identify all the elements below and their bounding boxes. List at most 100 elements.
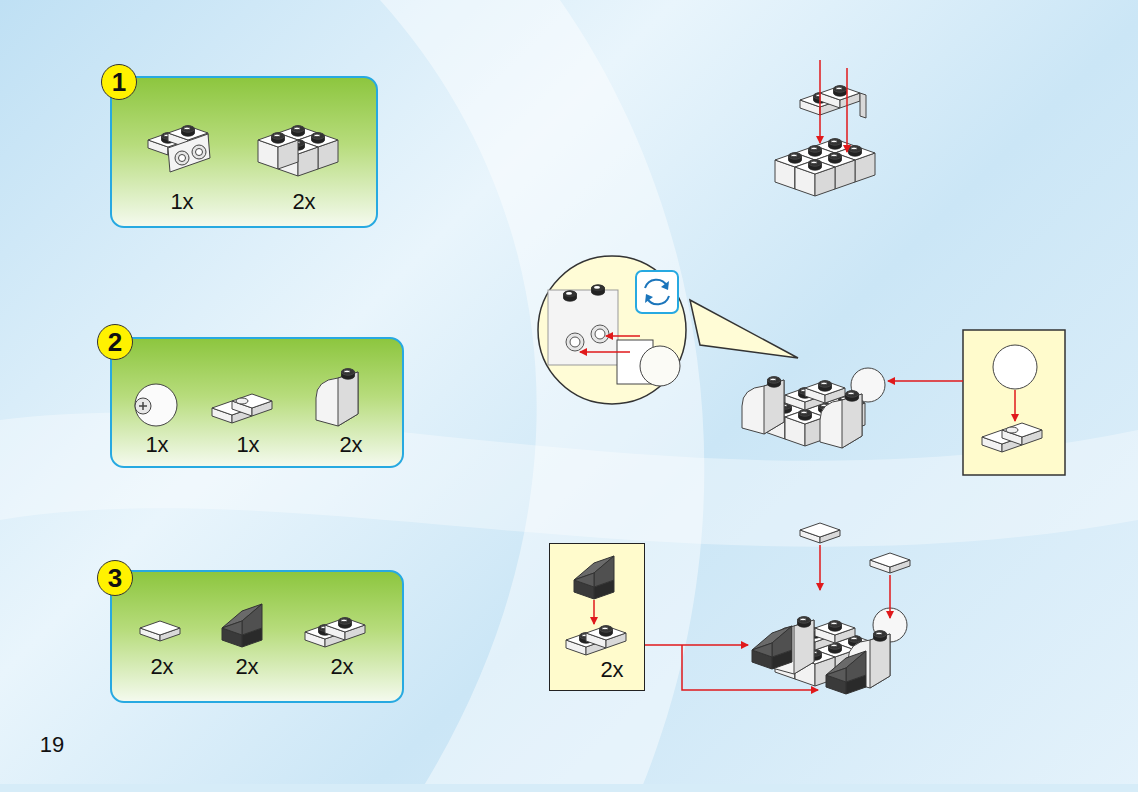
jumper-plate-icon: [236, 398, 248, 404]
callout-box: 2x: [549, 543, 645, 691]
step3-build: [815, 621, 855, 643]
step2-build: [548, 290, 618, 365]
step2-build: [1002, 423, 1042, 445]
step2-build: [591, 325, 609, 343]
step2-build: [785, 388, 825, 410]
step3-build: [826, 651, 866, 694]
step1-build: [775, 139, 875, 196]
bracket-icon: [148, 126, 210, 172]
step3-build: [889, 575, 891, 618]
quantity-label: 1x: [145, 434, 168, 456]
round-piece-icon: [139, 402, 147, 410]
step2-build: [742, 377, 784, 434]
step1-build: [800, 93, 840, 115]
round-piece-icon: [135, 384, 177, 426]
round-piece-icon: [135, 398, 151, 414]
slope-icon: [222, 604, 262, 647]
curved-slope-icon: [316, 369, 358, 426]
quantity-label: 2x: [150, 656, 173, 678]
step2-build: [570, 337, 580, 347]
inset-art: [574, 556, 614, 599]
step2-build: [538, 256, 686, 404]
quantity-label: 2x: [235, 656, 258, 678]
step2-build: [595, 329, 605, 339]
step-panel: 32x2x2x: [110, 570, 404, 703]
round-piece-icon: [135, 384, 177, 426]
step2-build: [765, 389, 865, 446]
page-number: 19: [40, 734, 64, 756]
corner-brick-icon: [258, 133, 298, 169]
bracket-icon: [168, 134, 210, 172]
curved-slope-icon: [316, 369, 358, 426]
step2-build: [1006, 427, 1018, 433]
tile-icon: [140, 621, 180, 641]
step2-build: [963, 330, 1065, 475]
step3-build: [682, 645, 818, 690]
quantity-label: 2x: [330, 656, 353, 678]
step2-build: [636, 271, 678, 313]
step2-build: [538, 256, 1065, 475]
step3-build: [645, 644, 748, 646]
jumper-plate-icon: [212, 394, 272, 423]
plate-icon: [305, 618, 365, 647]
step2-build: [661, 281, 669, 290]
step-number: 2: [97, 324, 133, 360]
slope-icon: [222, 604, 262, 647]
step2-build: [617, 340, 653, 384]
inset-art: [566, 556, 626, 655]
step-panel: 11x2x: [110, 76, 378, 228]
background-sweep: [380, 0, 704, 792]
step2-build: [993, 345, 1037, 389]
step2-build: [580, 351, 630, 353]
step2-build: [820, 391, 862, 448]
step1-build: [860, 93, 866, 118]
step2-build: [851, 368, 885, 402]
quantity-label: 1x: [236, 434, 259, 456]
step2-build: [645, 280, 667, 288]
step3-build: [775, 629, 875, 686]
inset-art: [593, 600, 595, 624]
step1-build: [819, 60, 821, 143]
plate-icon: [305, 625, 345, 647]
step-number: 1: [101, 64, 137, 100]
step-panel: 21x1x2x: [110, 337, 404, 468]
step3-build: [873, 608, 907, 642]
step2-build: [645, 294, 653, 303]
corner-brick-icon: [278, 140, 318, 176]
step2-build: [690, 300, 798, 358]
bracket-icon: [148, 133, 188, 155]
bracket-icon: [196, 149, 203, 156]
plate-icon: [325, 618, 365, 640]
step1-build: [775, 60, 875, 196]
bracket-icon: [179, 155, 186, 162]
step1-build: [846, 68, 848, 152]
step3-build: [800, 523, 840, 543]
step2-build: [640, 346, 680, 386]
step2-build: [982, 430, 1022, 452]
quantity-label: 2x: [292, 191, 315, 213]
bottom-band: [0, 784, 1138, 792]
jumper-plate-icon: [232, 394, 272, 416]
step3-build: [870, 553, 910, 573]
step3-build: [645, 523, 910, 694]
step2-build: [647, 296, 669, 304]
bracket-icon: [168, 126, 208, 148]
quantity-label: 1x: [170, 191, 193, 213]
step2-build: [564, 291, 577, 301]
step3-build: [752, 626, 792, 669]
step2-build: [566, 333, 584, 351]
step3-build: [772, 617, 814, 674]
bracket-icon: [192, 145, 206, 159]
step2-build: [888, 380, 963, 382]
inset-art: [586, 626, 626, 648]
step2-build: [805, 381, 845, 403]
step1-build: [820, 86, 860, 108]
step3-build: [848, 631, 890, 688]
step2-build: [1014, 390, 1016, 421]
step3-build: [819, 545, 821, 590]
quantity-label: 2x: [339, 434, 362, 456]
corner-brick-icon: [278, 126, 318, 162]
step2-build: [592, 285, 605, 295]
corner-brick-icon: [258, 126, 338, 176]
